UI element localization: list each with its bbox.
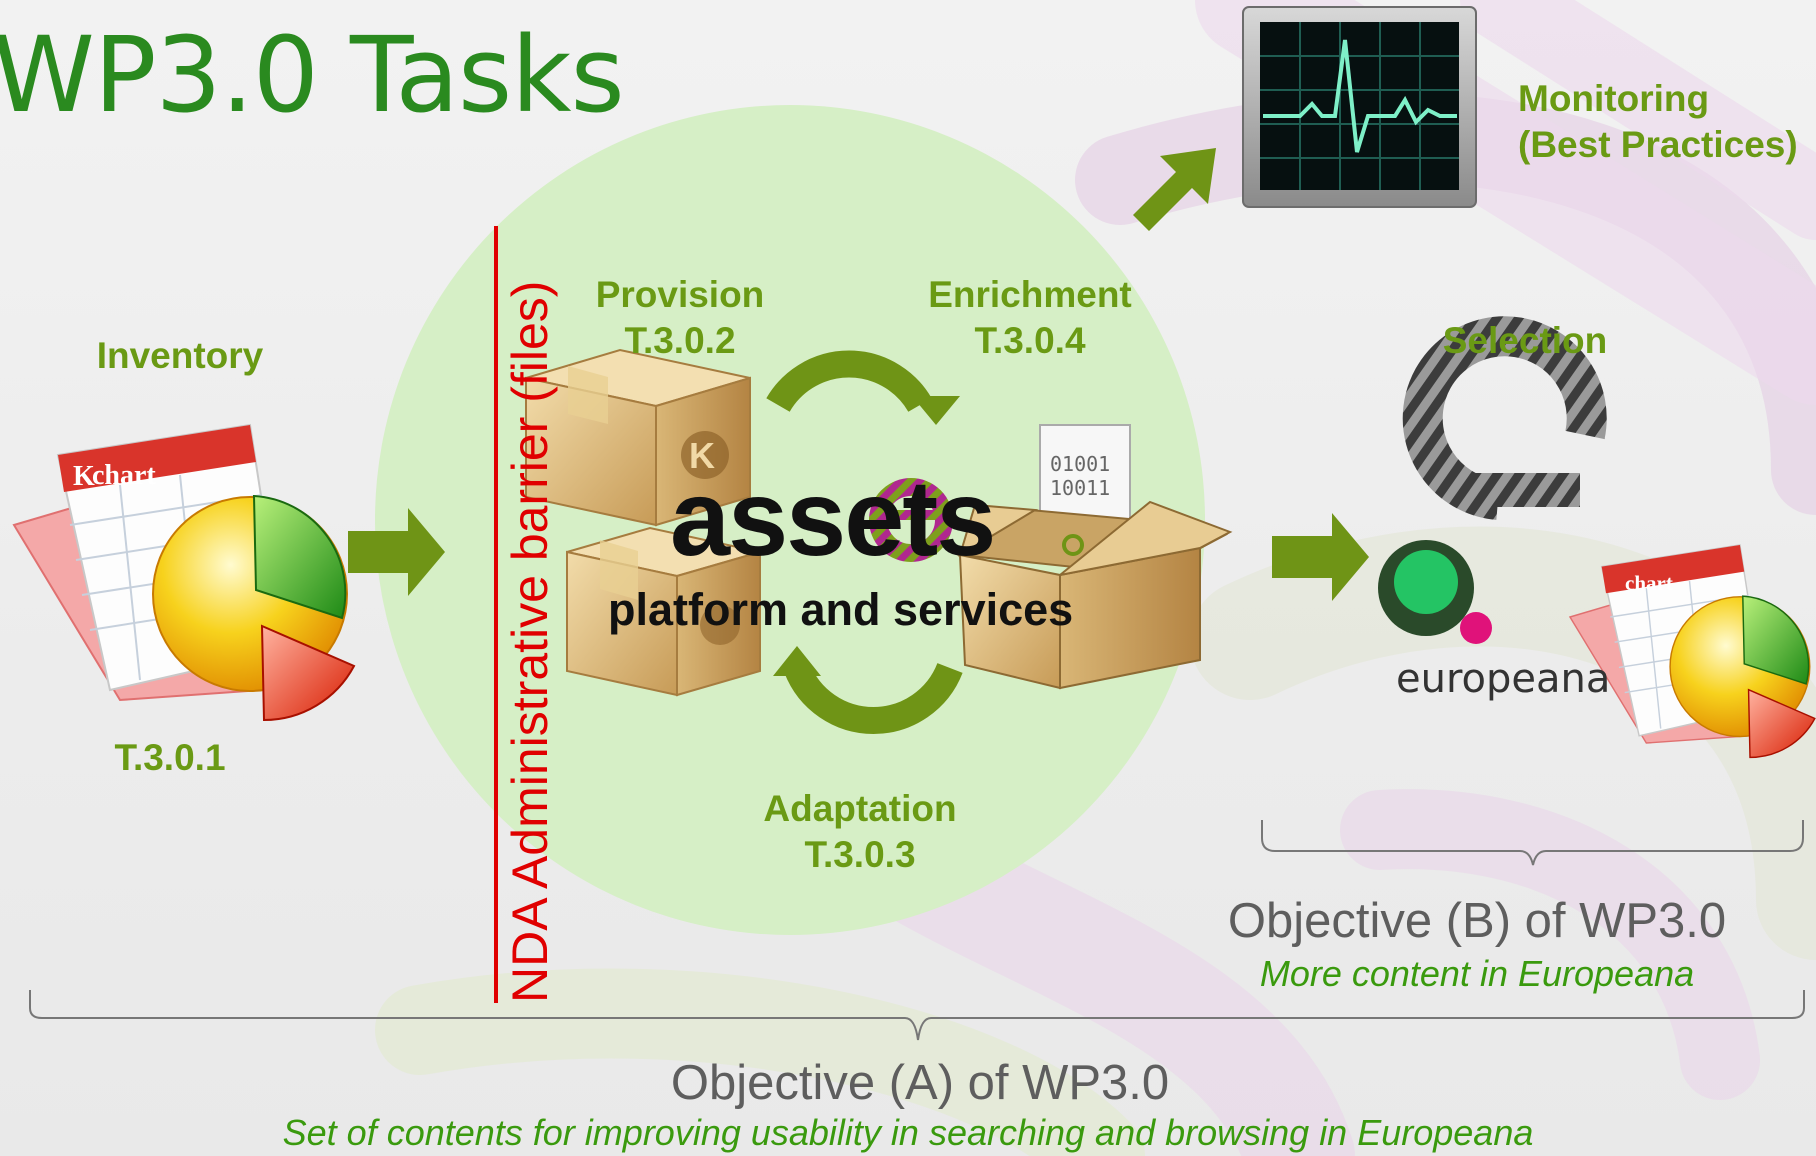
objective-b-subtitle: More content in Europeana [1259,953,1695,994]
package-icon [566,526,761,697]
selection-label: Selection [1442,320,1608,361]
europeana-label: europeana [1396,656,1611,702]
monitoring-line2: (Best Practices) [1518,124,1798,165]
monitor-icon [1242,6,1477,208]
page-title: WP3.0 Tasks [0,14,625,136]
objective-a-title: Objective (A) of WP3.0 [670,1056,1170,1110]
adaptation-label: Adaptation T.3.0.3 [755,786,965,878]
enrichment-label: Enrichment T.3.0.4 [925,272,1135,364]
provision-label: Provision T.3.0.2 [590,272,770,364]
svg-text:K: K [73,461,95,492]
adaptation-title: Adaptation [763,788,957,829]
monitoring-line1: Monitoring [1518,78,1710,119]
cycle-arrow-icon [773,646,963,734]
objective-b-title: Objective (B) of WP3.0 [1227,894,1727,948]
kchart-icon: K [12,423,356,722]
provision-task: T.3.0.2 [624,320,736,361]
objective-a-subtitle: Set of contents for improving usability … [282,1112,1534,1153]
platform-circle [375,105,1205,935]
europeana-logo-icon [1378,316,1607,644]
provision-title: Provision [595,274,765,315]
cycle-arrow-icon [766,350,960,425]
right-arrow-icon [348,508,445,596]
binary-text: 10011 [1050,476,1110,500]
assets-subtitle: platform and services [608,584,1074,635]
monitoring-label: Monitoring (Best Practices) [1518,76,1798,168]
inventory-task: T.3.0.1 [114,737,226,778]
up-right-arrow-icon [1133,148,1216,231]
svg-text:K: K [689,435,715,476]
objective-b-brace [1261,820,1804,866]
adaptation-task: T.3.0.3 [804,834,916,875]
inventory-label: Inventory [96,335,264,376]
objective-a-brace [29,990,1805,1041]
assets-logo-text: assets [670,457,996,578]
package-icon: K [525,348,751,527]
right-arrow-icon [1272,513,1369,601]
kchart-label: chart [1625,571,1673,595]
enrichment-task: T.3.0.4 [974,320,1086,361]
open-box-icon: 01001 10011 [957,424,1233,690]
enrichment-title: Enrichment [928,274,1132,315]
assets-logo-e-icon [869,478,1084,562]
barrier-label: NDA Administrative barrier (files) [502,280,558,1003]
binary-text: 01001 [1050,452,1110,476]
kchart-icon [1568,544,1816,759]
barrier-line [494,226,498,1003]
kchart-label: chart [92,460,156,491]
